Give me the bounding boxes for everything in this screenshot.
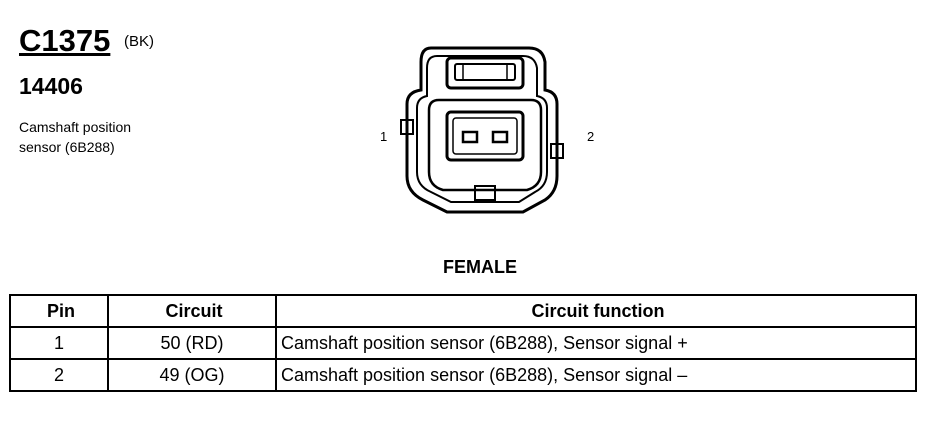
column-header-circuit-function: Circuit function	[275, 294, 917, 328]
column-header-circuit: Circuit	[107, 294, 277, 328]
terminal-block-inner	[452, 117, 518, 155]
housing-outer	[405, 46, 559, 214]
pinout-table: Pin Circuit Circuit function 1 50 (RD) C…	[9, 294, 917, 392]
terminal-2	[491, 130, 509, 144]
description-line-2: sensor (6B288)	[19, 139, 115, 155]
column-header-pin: Pin	[9, 294, 109, 328]
side-tab-left	[400, 119, 414, 135]
pin-label-1: 1	[380, 129, 388, 144]
part-number: 14406	[19, 73, 83, 99]
housing-inner	[416, 55, 548, 203]
locking-latch	[445, 56, 525, 90]
table-row: 1 50 (RD) Camshaft position sensor (6B28…	[9, 326, 917, 360]
color-code: (BK)	[124, 33, 154, 50]
terminal-1	[461, 130, 479, 144]
bottom-key	[474, 185, 496, 201]
table-header-row: Pin Circuit Circuit function	[9, 294, 917, 328]
circuit-cell: 49 (OG)	[107, 358, 277, 392]
circuit-cell: 50 (RD)	[107, 326, 277, 360]
locking-latch-inner	[454, 63, 516, 81]
circuit-function-cell: Camshaft position sensor (6B288), Sensor…	[275, 358, 917, 392]
table-row: 2 49 (OG) Camshaft position sensor (6B28…	[9, 358, 917, 392]
connector-face-diagram	[400, 46, 564, 214]
circuit-function-cell: Camshaft position sensor (6B288), Sensor…	[275, 326, 917, 360]
pin-label-2: 2	[587, 129, 595, 144]
terminal-block	[445, 110, 525, 162]
connector-gender: FEMALE	[443, 257, 517, 277]
side-tab-right	[550, 143, 564, 159]
description-line-1: Camshaft position	[19, 119, 132, 135]
pin-cell: 1	[9, 326, 109, 360]
pin-cell: 2	[9, 358, 109, 392]
cavity-surround	[427, 98, 543, 192]
connector-description: Camshaft position sensor (6B288)	[19, 117, 179, 157]
connector-id: C1375	[19, 23, 111, 58]
